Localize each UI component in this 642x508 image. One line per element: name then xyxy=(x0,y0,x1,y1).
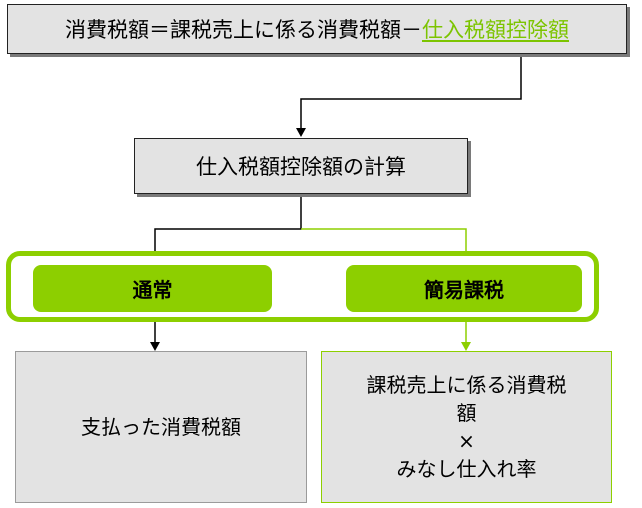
result-simplified-line4: みなし仕入れ率 xyxy=(396,457,537,481)
result-normal-label: 支払った消費税額 xyxy=(81,415,241,439)
calculation-label: 仕入税額控除額の計算 xyxy=(196,155,406,179)
result-normal-box: 支払った消費税額 xyxy=(15,351,307,503)
method-normal-label: 通常 xyxy=(132,278,173,302)
arrow-head-normal xyxy=(150,342,160,351)
calculation-box: 仕入税額控除額の計算 xyxy=(134,138,468,194)
formula-box: 消費税額＝課税売上に係る消費税額－仕入税額控除額 xyxy=(7,4,627,54)
result-simplified-line1: 課税売上に係る消費税 xyxy=(366,373,567,397)
method-normal: 通常 xyxy=(33,265,272,312)
input-tax-deduction-link[interactable]: 仕入税額控除額 xyxy=(422,18,569,42)
arrow-head-calc xyxy=(296,128,306,137)
result-simplified-line2: 額 xyxy=(456,401,477,425)
result-simplified-box: 課税売上に係る消費税 額 × みなし仕入れ率 xyxy=(321,351,612,503)
formula-text: 消費税額＝課税売上に係る消費税額－ xyxy=(65,18,422,42)
connector-formula-to-calc xyxy=(300,54,522,134)
result-simplified-multiply: × xyxy=(458,429,475,453)
arrow-head-simplified xyxy=(461,342,471,351)
method-simplified-label: 簡易課税 xyxy=(424,278,504,302)
method-simplified: 簡易課税 xyxy=(346,265,582,312)
